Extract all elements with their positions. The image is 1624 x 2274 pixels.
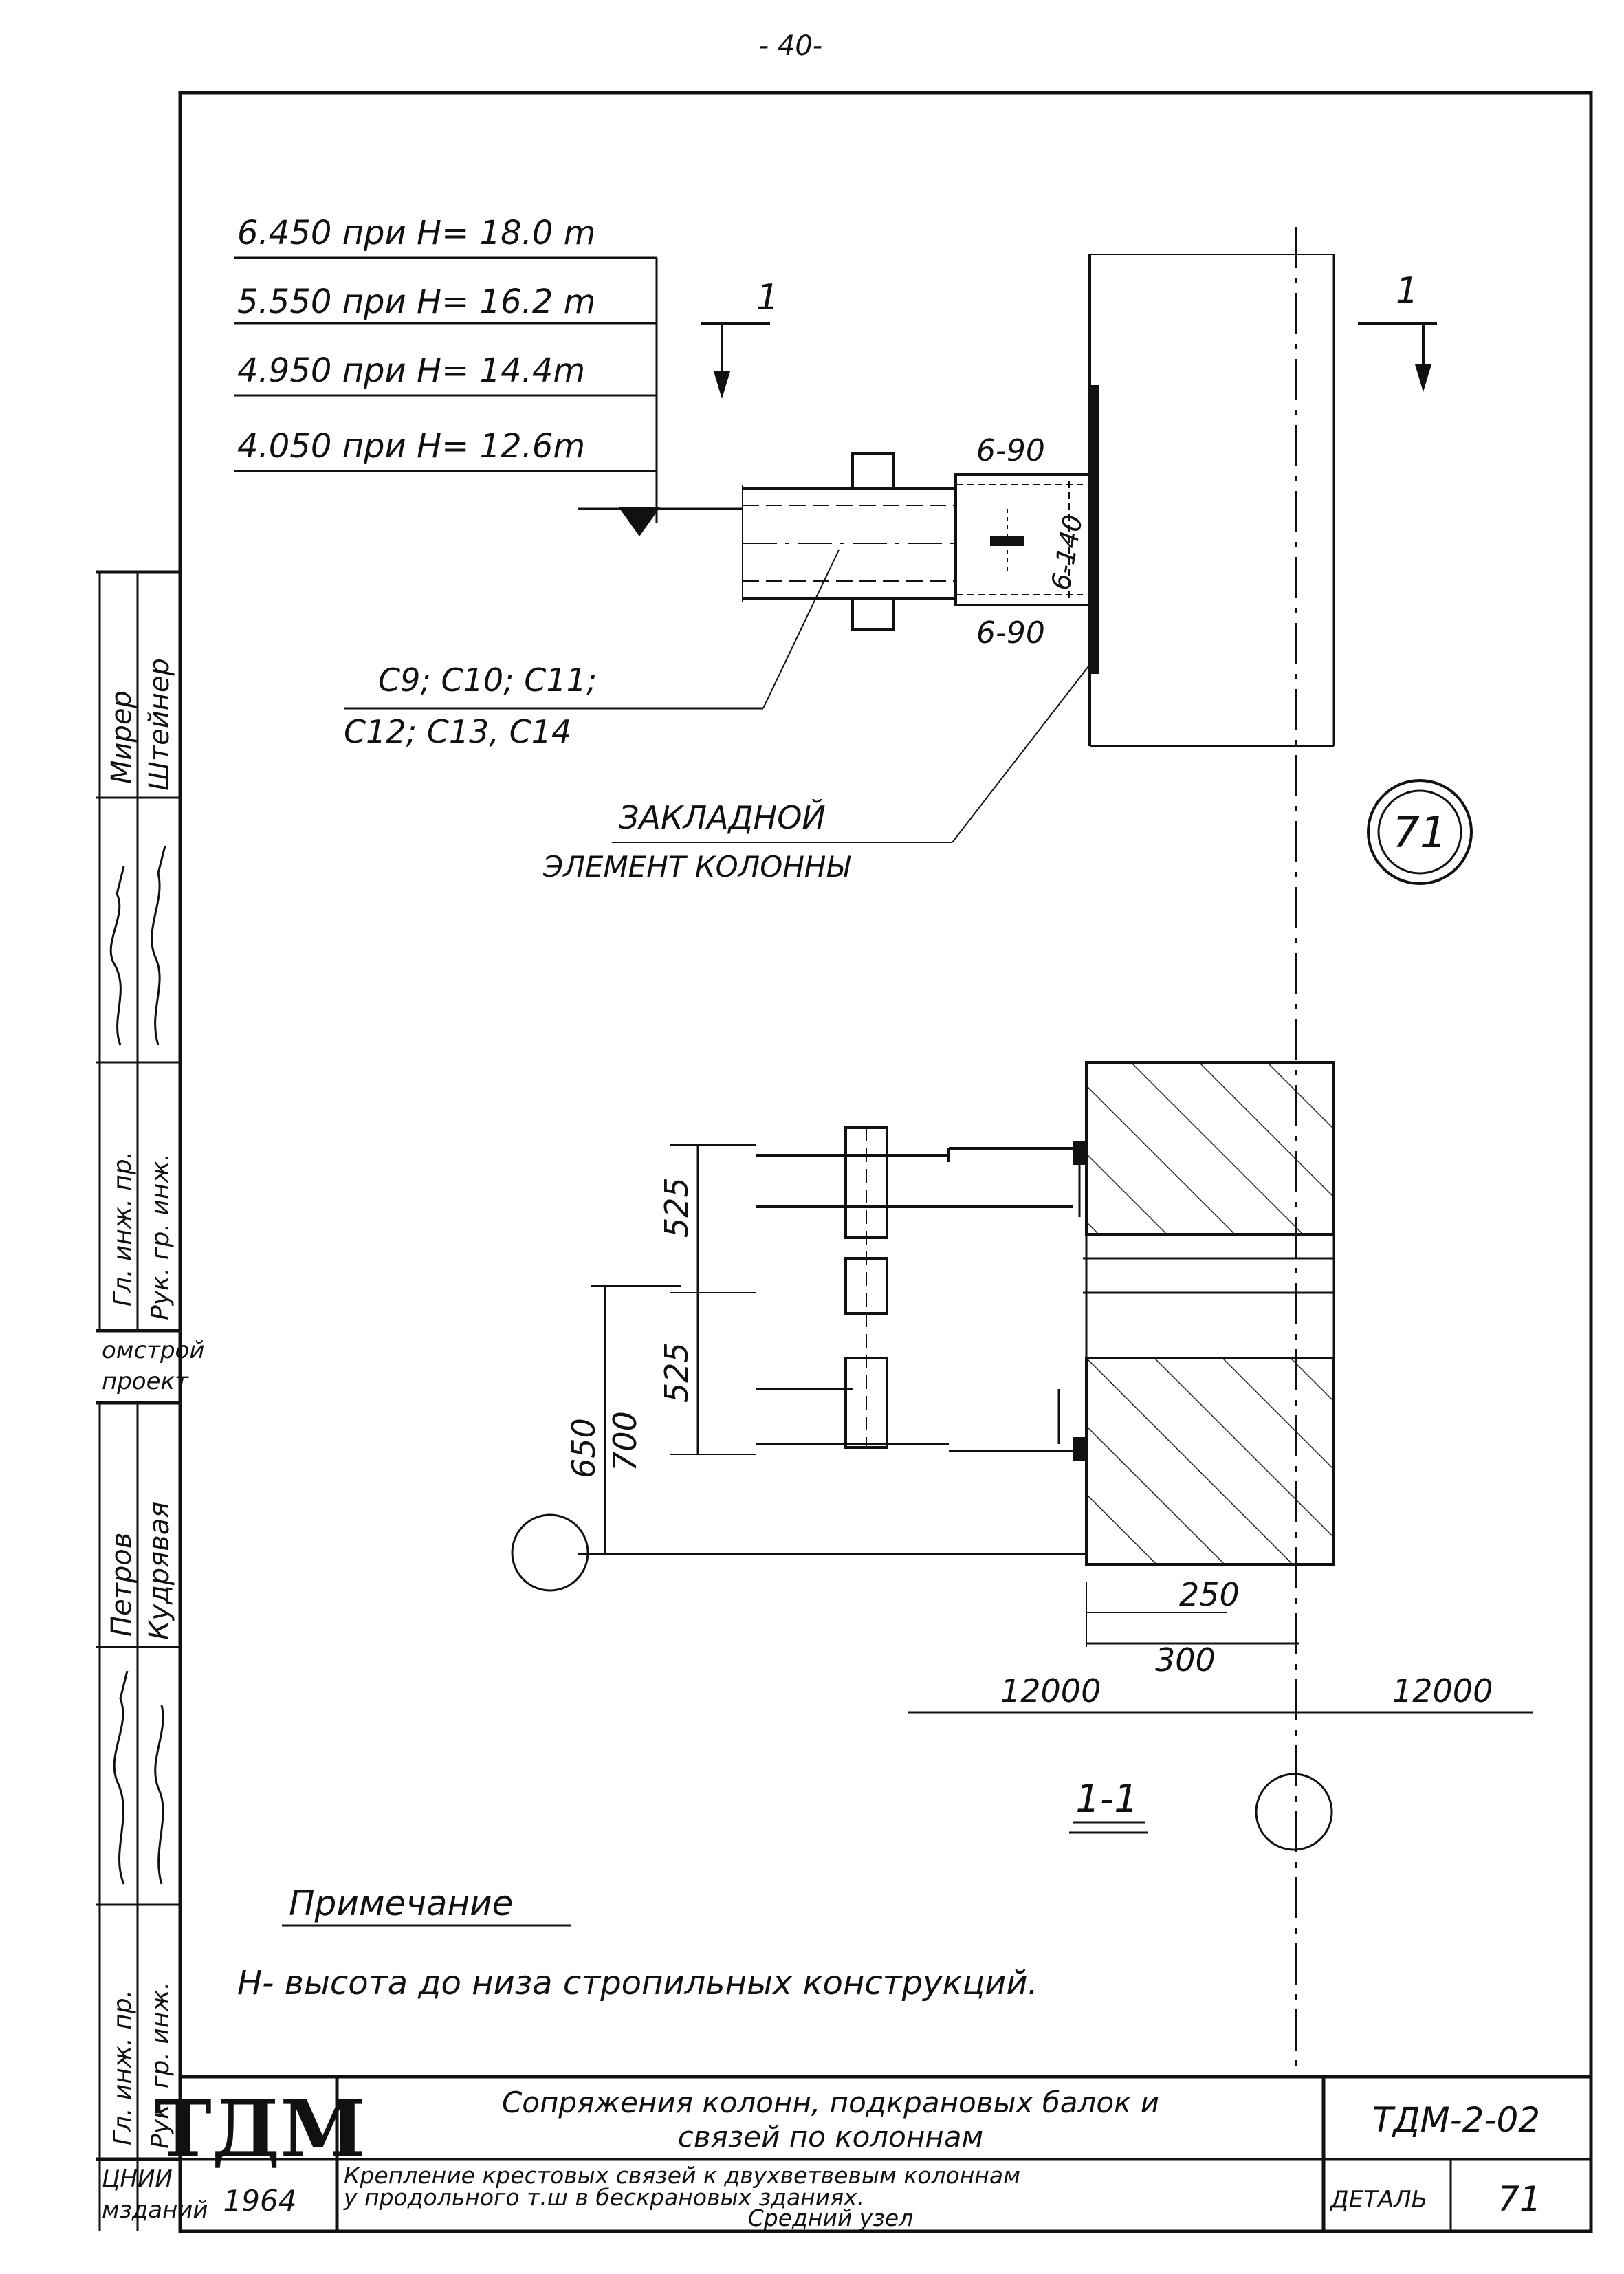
stamp-role-2: Рук. гр. инж. bbox=[146, 1153, 175, 1320]
signatures bbox=[109, 845, 166, 1885]
bracing-marks-line2: C12; C13, C14 bbox=[344, 713, 571, 750]
section-marker-left: 1 bbox=[701, 277, 779, 399]
elevation-3: 4.950 при H= 14.4m bbox=[237, 351, 585, 390]
year: 1964 bbox=[223, 2184, 297, 2218]
dim-span-left: 12000 bbox=[1000, 1672, 1101, 1709]
bracing-leader bbox=[762, 549, 840, 709]
stamp-role-1: Гл. инж. пр. bbox=[109, 1151, 137, 1307]
stamp-org-2: проект bbox=[102, 1368, 189, 1395]
dim-span-right: 12000 bbox=[1392, 1672, 1493, 1709]
axis-bubble-bottom bbox=[1255, 1773, 1333, 1851]
elevation-table: 6.450 при H= 18.0 m 5.550 при H= 16.2 m … bbox=[234, 214, 743, 536]
section-title: 1-1 bbox=[1075, 1777, 1138, 1822]
subtitle-line-1: Крепление крестовых связей к двухветвевы… bbox=[344, 2162, 1020, 2189]
dim-250: 250 bbox=[1179, 1576, 1240, 1613]
subtitle-line-3: Средний узел bbox=[748, 2205, 914, 2231]
dim-525-bottom: 525 bbox=[658, 1342, 695, 1403]
embedded-leader bbox=[952, 659, 1094, 843]
elevation-1: 6.450 при H= 18.0 m bbox=[237, 214, 595, 252]
note-heading: Примечание bbox=[289, 1883, 513, 1923]
bracing-marks-line1: C9; C10; C11; bbox=[378, 662, 597, 699]
stamp-name-2: Штейнер bbox=[144, 658, 175, 791]
section-marker-right: 1 bbox=[1358, 270, 1437, 392]
dim-650: 650 bbox=[565, 1418, 602, 1478]
stamp-org-1: омстрой bbox=[102, 1337, 204, 1364]
stamp-org-4: мзданий bbox=[102, 2196, 208, 2224]
section-mark-right: 1 bbox=[1396, 270, 1418, 311]
stamp-name-4: Кудрявая bbox=[144, 1502, 175, 1640]
level-mark bbox=[619, 507, 660, 536]
bracing-elevation bbox=[742, 452, 1091, 631]
axis-bubble-left bbox=[511, 1513, 589, 1592]
side-stamp bbox=[96, 570, 180, 2231]
dim-300: 300 bbox=[1155, 1641, 1216, 1679]
title-line-1: Сопряжения колонн, подкрановых балок и bbox=[502, 2086, 1159, 2119]
stamp-org-3: ЦНИИ bbox=[102, 2165, 173, 2193]
dim-700: 700 bbox=[606, 1411, 644, 1472]
embedded-label-line1: ЗАКЛАДНОЙ bbox=[619, 799, 826, 836]
node-number: 71 bbox=[1393, 807, 1447, 857]
detail-number: 71 bbox=[1497, 2179, 1541, 2219]
weld-bottom-label: 6-90 bbox=[976, 615, 1045, 651]
node-number-mark: 71 bbox=[1367, 779, 1473, 885]
sheet-frame bbox=[178, 91, 1593, 2233]
page-number: - 40- bbox=[759, 30, 822, 62]
detail-label: ДЕТАЛЬ bbox=[1329, 2186, 1427, 2213]
stamp-name-1: Мирер bbox=[106, 690, 138, 784]
section-mark-left: 1 bbox=[756, 277, 779, 318]
elevation-4: 4.050 при H= 12.6m bbox=[237, 427, 585, 466]
weld-top-label: 6-90 bbox=[976, 433, 1045, 468]
column-elevation bbox=[1088, 254, 1335, 747]
note-text: H- высота до низа стропильных конструкци… bbox=[237, 1964, 1038, 2002]
section-1-1 bbox=[511, 1061, 1335, 1851]
stamp-name-3: Петров bbox=[106, 1533, 138, 1637]
title-line-2: связей по колоннам bbox=[678, 2120, 983, 2154]
elevation-2: 5.550 при H= 16.2 m bbox=[237, 283, 595, 321]
embedded-label-line2: ЭЛЕМЕНТ КОЛОННЫ bbox=[542, 850, 851, 884]
dimension-chains bbox=[591, 1144, 1533, 1714]
sheet-code: ТДМ-2-02 bbox=[1372, 2100, 1540, 2140]
title-block bbox=[180, 2075, 1591, 2231]
subtitle-line-2: у продольного т.ш в бескрановых зданиях. bbox=[343, 2184, 864, 2211]
logo: ТДМ bbox=[155, 2084, 366, 2174]
stamp-role-4: Рук. гр. инж. bbox=[146, 1982, 175, 2149]
weld-side-label: 6-140 bbox=[1046, 512, 1089, 592]
stamp-role-3: Гл. инж. пр. bbox=[109, 1990, 137, 2145]
dim-525-top: 525 bbox=[658, 1177, 695, 1238]
